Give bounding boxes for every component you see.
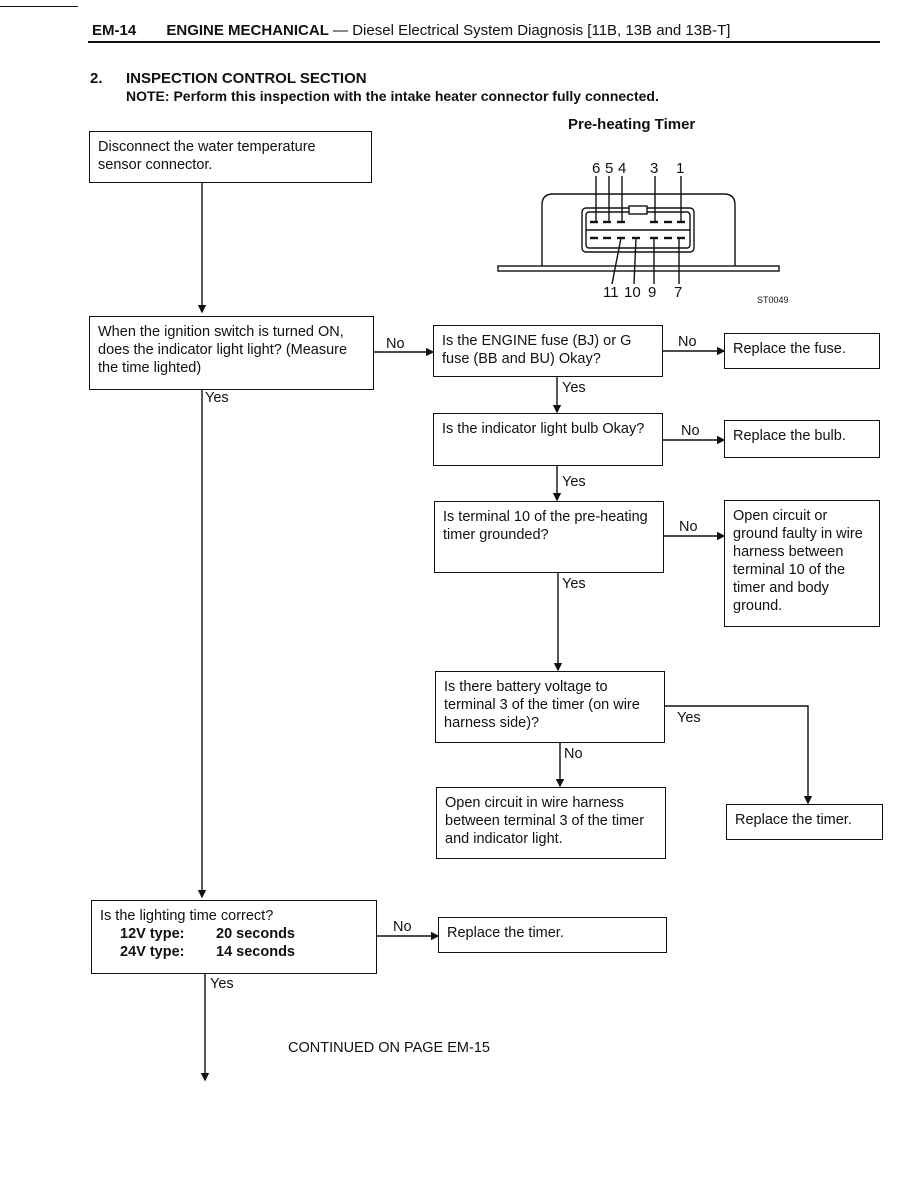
label-yes-term3: Yes [677, 710, 701, 726]
spec-24v: 24V type: 14 seconds [100, 943, 368, 961]
figure-code: ST0049 [757, 295, 789, 305]
label-no-fuse: No [678, 334, 697, 350]
action-open-circuit-terminal-3: Open circuit in wire harness between ter… [436, 787, 666, 859]
label-yes-time: Yes [210, 976, 234, 992]
pin-label-3: 3 [650, 160, 659, 177]
pin-label-4: 4 [618, 160, 627, 177]
lighting-time-question: Is the lighting time correct? [100, 908, 274, 924]
diagram-caption: Pre-heating Timer [568, 116, 696, 133]
section-note: NOTE: Perform this inspection with the i… [126, 88, 659, 104]
pin-label-5: 5 [605, 160, 614, 177]
timer-connector-icon [497, 176, 780, 285]
continued-note: CONTINUED ON PAGE EM-15 [288, 1040, 490, 1056]
header-subtitle: — Diesel Electrical System Diagnosis [11… [333, 22, 731, 39]
pin-label-6: 6 [592, 160, 601, 177]
label-no-term3: No [564, 746, 583, 762]
label-yes-term10: Yes [562, 576, 586, 592]
label-no-indicator: No [386, 336, 405, 352]
pin-label-7: 7 [674, 284, 683, 301]
action-replace-timer-final: Replace the timer. [438, 917, 667, 953]
label-no-term10: No [679, 519, 698, 535]
section-heading: INSPECTION CONTROL SECTION [126, 70, 367, 87]
pin-label-9: 9 [648, 284, 657, 301]
label-no-time: No [393, 919, 412, 935]
label-yes-fuse: Yes [562, 380, 586, 396]
header-rule [88, 41, 880, 43]
spec-12v: 12V type: 20 seconds [100, 925, 368, 943]
spec-24v-label: 24V type: [120, 944, 185, 960]
spec-12v-label: 12V type: [120, 926, 185, 942]
question-indicator-light: When the ignition switch is turned ON, d… [89, 316, 374, 390]
spec-24v-value: 14 seconds [216, 944, 295, 960]
question-engine-fuse: Is the ENGINE fuse (BJ) or G fuse (BB an… [433, 325, 663, 377]
pin-label-11: 11 [603, 284, 619, 301]
spec-12v-value: 20 seconds [216, 926, 295, 942]
page-header: EM-14 ENGINE MECHANICAL — Diesel Electri… [92, 22, 730, 39]
action-replace-bulb: Replace the bulb. [724, 420, 880, 458]
question-lighting-time: Is the lighting time correct? 12V type:2… [91, 900, 377, 974]
label-yes-bulb: Yes [562, 474, 586, 490]
section-title: 2. INSPECTION CONTROL SECTION [90, 70, 367, 87]
page-code: EM-14 [92, 22, 137, 39]
question-indicator-bulb: Is the indicator light bulb Okay? [433, 413, 663, 466]
action-replace-timer: Replace the timer. [726, 804, 883, 840]
label-yes-indicator: Yes [205, 390, 229, 406]
corner-rule [0, 6, 78, 7]
action-replace-fuse: Replace the fuse. [724, 333, 880, 369]
section-number: 2. [90, 70, 103, 87]
action-ground-fault: Open circuit or ground faulty in wire ha… [724, 500, 880, 627]
pin-label-10: 10 [624, 284, 641, 301]
pin-label-1: 1 [676, 160, 685, 177]
section-name: ENGINE MECHANICAL [166, 22, 329, 39]
label-no-bulb: No [681, 423, 700, 439]
step-disconnect-sensor: Disconnect the water temperature sensor … [89, 131, 372, 183]
question-terminal-10-grounded: Is terminal 10 of the pre-heating timer … [434, 501, 664, 573]
question-terminal-3-voltage: Is there battery voltage to terminal 3 o… [435, 671, 665, 743]
